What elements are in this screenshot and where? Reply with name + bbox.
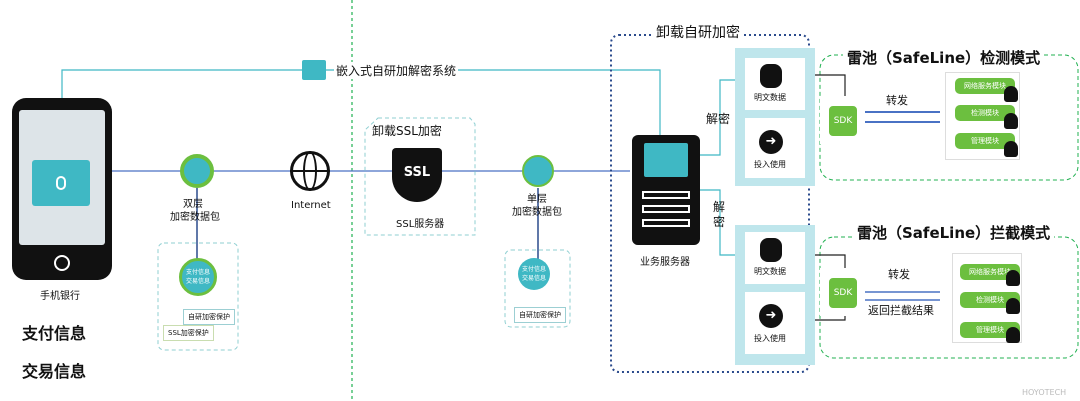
- sdk-icon: SDK: [829, 278, 857, 308]
- embedded-system-label: 嵌入式自研加解密系统: [334, 62, 459, 79]
- block-result-label: 返回拦截结果: [868, 304, 934, 317]
- folder-lock-icon: [32, 160, 90, 206]
- hacker-icon: [1006, 270, 1020, 286]
- module-network: 网络服务模块: [960, 264, 1020, 280]
- module-detect: 检测模块: [955, 105, 1015, 121]
- ssl-title: 卸载SSL加密: [372, 124, 442, 138]
- single-packet-label-1: 单层: [527, 194, 547, 205]
- detect-mode-title: 雷池（SafeLine）检测模式: [843, 47, 1045, 68]
- internet-label: Internet: [291, 200, 331, 211]
- globe-icon: [290, 151, 330, 191]
- use-label: 投入使用: [754, 160, 786, 169]
- arrow-in-icon: ➜: [759, 130, 783, 154]
- ssl-shield-icon: SSL: [392, 148, 442, 202]
- unload-title: 卸载自研加密: [652, 22, 744, 42]
- double-packet-label-2: 加密数据包: [170, 212, 220, 223]
- decrypt-label-bottom: 解密: [712, 200, 725, 229]
- folder-icon: [302, 60, 326, 80]
- module-manage: 管理模块: [955, 133, 1015, 149]
- module-network: 网络服务模块: [955, 78, 1015, 94]
- use-label: 投入使用: [754, 334, 786, 343]
- self-encryption-box: 自研加密保护: [514, 307, 566, 323]
- database-icon: [180, 154, 214, 188]
- database-icon: [760, 64, 782, 88]
- hacker-icon: [1006, 298, 1020, 314]
- block-mode-title: 雷池（SafeLine）拦截模式: [853, 222, 1055, 243]
- info-transaction: 交易信息: [22, 362, 87, 381]
- database-icon: [760, 238, 782, 262]
- arrow-in-icon: ➜: [759, 304, 783, 328]
- forward-label: 转发: [886, 94, 908, 107]
- info-payment: 支付信息: [22, 324, 87, 343]
- ssl-server-label: SSL服务器: [396, 219, 445, 230]
- module-manage: 管理模块: [960, 322, 1020, 338]
- hacker-icon: [1004, 86, 1018, 102]
- server-label: 业务服务器: [640, 257, 690, 268]
- decrypt-label-top: 解密: [706, 112, 731, 126]
- hacker-icon: [1006, 327, 1020, 343]
- sdk-icon: SDK: [829, 106, 857, 136]
- plain-data-label: 明文数据: [754, 93, 786, 102]
- server-icon: [632, 135, 700, 245]
- phone-label: 手机银行: [40, 291, 80, 302]
- module-detect: 检测模块: [960, 292, 1020, 308]
- single-packet-bubble: 支付信息交易信息: [518, 258, 550, 290]
- hacker-icon: [1004, 113, 1018, 129]
- forward-label: 转发: [888, 268, 910, 281]
- watermark: HOYOTECH: [1022, 388, 1067, 397]
- self-encryption-box: 自研加密保护: [183, 309, 235, 325]
- database-icon: [522, 155, 554, 187]
- hacker-icon: [1004, 141, 1018, 157]
- single-packet-label-2: 加密数据包: [512, 207, 562, 218]
- double-packet-bubble: 支付信息交易信息: [179, 258, 217, 296]
- double-packet-label-1: 双层: [183, 199, 203, 210]
- plain-data-label: 明文数据: [754, 267, 786, 276]
- ssl-encryption-box: SSL加密保护: [163, 325, 214, 341]
